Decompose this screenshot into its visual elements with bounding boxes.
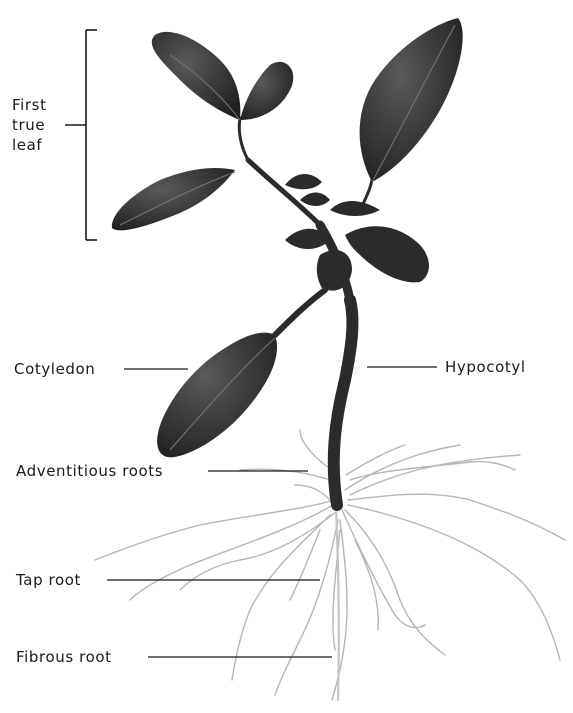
first-true-leaf bbox=[112, 32, 293, 231]
label-first-true-leaf-line-1: First bbox=[12, 95, 47, 115]
label-first-true-leaf-line-2: true bbox=[12, 115, 47, 135]
label-hypocotyl: Hypocotyl bbox=[445, 357, 526, 377]
cotyledon-leaf bbox=[157, 333, 277, 458]
apical-leaves bbox=[285, 174, 429, 291]
label-first-true-leaf: First true leaf bbox=[12, 95, 47, 155]
label-first-true-leaf-line-3: leaf bbox=[12, 135, 47, 155]
label-adventitious-roots: Adventitious roots bbox=[16, 461, 163, 481]
upper-right-leaf bbox=[360, 18, 463, 182]
label-cotyledon: Cotyledon bbox=[14, 359, 95, 379]
first-true-leaf-bracket bbox=[65, 30, 97, 240]
tap-root bbox=[336, 505, 339, 700]
label-tap-root: Tap root bbox=[16, 570, 81, 590]
label-fibrous-root: Fibrous root bbox=[16, 647, 112, 667]
